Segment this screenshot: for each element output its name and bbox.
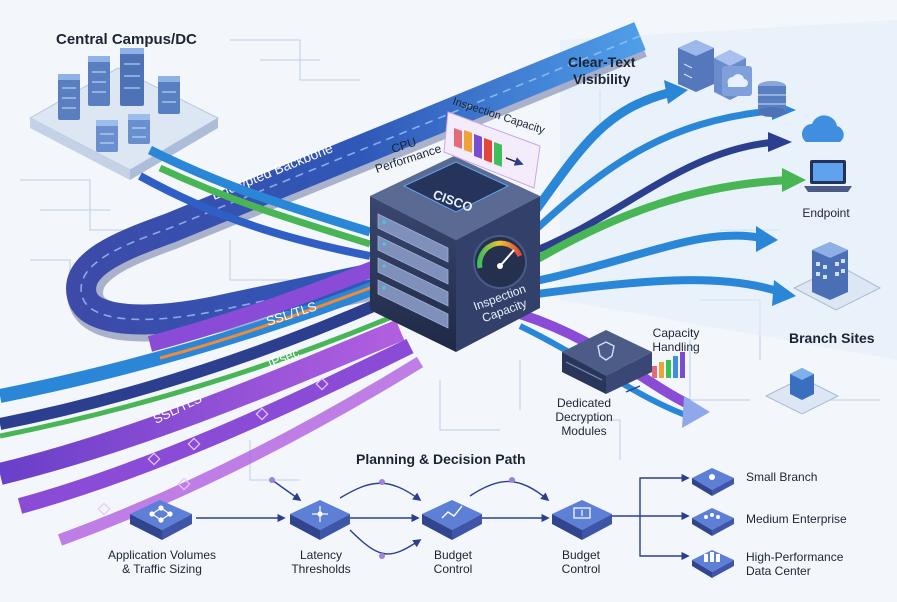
- encrypted-backbone: [66, 22, 647, 342]
- outcome-node: [692, 508, 734, 536]
- server-rack-icon: [128, 114, 150, 144]
- server-rack-icon: [678, 40, 714, 92]
- decryption-module: [562, 330, 652, 394]
- planning-title: Planning & Decision Path: [356, 451, 526, 467]
- planning-step-node: [422, 500, 482, 540]
- building-icon: [792, 242, 882, 311]
- step-label-budget-1: Budget Control: [433, 548, 473, 576]
- planning-step-node: [290, 500, 350, 540]
- outcome-high-performance-dc: High-Performance Data Center: [746, 550, 844, 578]
- module-pointer: [625, 385, 641, 393]
- server-rack-icon: [96, 120, 118, 152]
- server-rack-icon: [88, 56, 110, 106]
- incoming-streams: [0, 254, 424, 546]
- gauge-icon: [473, 235, 527, 289]
- chart-line-icon: [441, 505, 463, 519]
- outcome-small-branch: Small Branch: [746, 470, 818, 484]
- planning-step-node: [552, 500, 612, 540]
- central-campus-title: Central Campus/DC: [56, 31, 197, 48]
- cloud-icon: [722, 66, 752, 96]
- inspection-capacity-card: [443, 111, 541, 189]
- network-node-icon: [149, 505, 173, 523]
- database-icon: [758, 81, 786, 117]
- server-rack-icon: [158, 76, 180, 114]
- connector-dots: [269, 477, 515, 559]
- budget-icon: [573, 507, 591, 519]
- capacity-bars: [652, 352, 685, 378]
- clear-text-visibility-label: Clear-Text Visibility: [568, 54, 636, 87]
- endpoint-label: Endpoint: [802, 206, 850, 220]
- stream-diamonds: [97, 377, 329, 516]
- campus-streams: [138, 145, 372, 260]
- step-label-volumes: Application Volumes & Traffic Sizing: [107, 548, 217, 576]
- laptop-icon: [804, 160, 852, 192]
- branch-node-icon: [764, 368, 840, 415]
- planning-connectors: [196, 473, 690, 561]
- cloud-icon: [801, 115, 844, 142]
- shield-icon: [597, 341, 615, 361]
- step-label-budget-2: Budget Control: [561, 548, 601, 576]
- outcome-medium-enterprise: Medium Enterprise: [746, 512, 847, 526]
- outcome-node: [692, 550, 734, 578]
- decryption-modules-label: Dedicated Decryption Modules: [555, 396, 613, 438]
- server-rack-icon: [58, 74, 80, 120]
- planning-step-node: [130, 500, 192, 540]
- outcome-node: [692, 468, 734, 496]
- network-node-icon: [312, 506, 328, 522]
- branch-sites-title: Branch Sites: [789, 330, 875, 346]
- campus-servers: [58, 48, 180, 152]
- server-rack-icon: [120, 48, 144, 106]
- step-label-latency: Latency Thresholds: [291, 548, 351, 576]
- capacity-handling-label: Capacity Handling: [652, 326, 700, 354]
